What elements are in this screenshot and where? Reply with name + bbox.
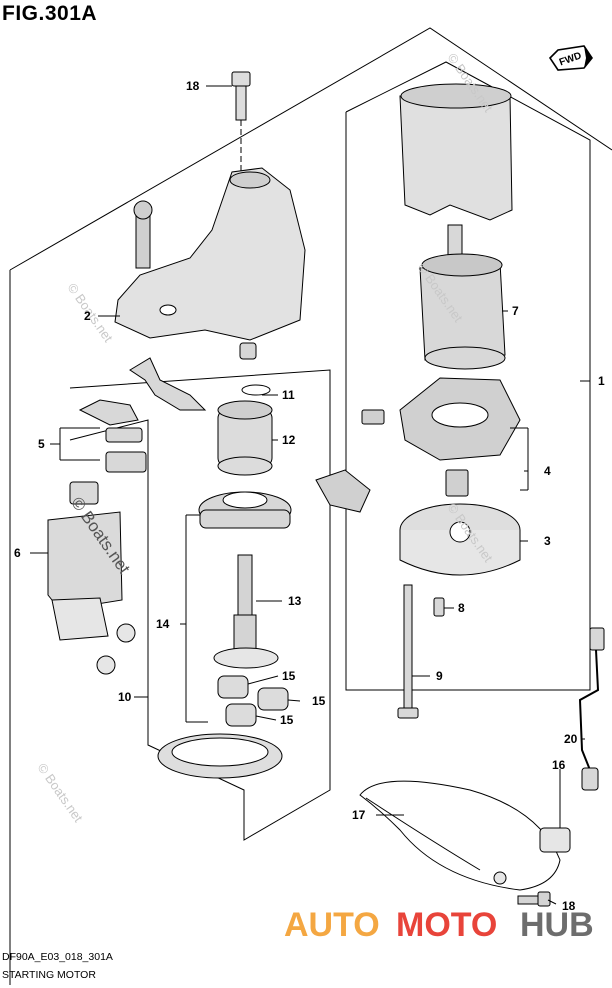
part-2-housing — [114, 167, 306, 360]
callout-20: 20 — [564, 732, 578, 746]
callout-2: 2 — [84, 309, 91, 323]
part-7-armature — [419, 224, 506, 370]
part-20-lead — [578, 627, 605, 791]
callout-1: 1 — [598, 374, 605, 388]
callout-8: 8 — [458, 601, 465, 615]
callout-11: 11 — [282, 388, 295, 402]
watermark-text: © Boats.net — [35, 760, 87, 825]
part-9-bolt — [397, 584, 419, 719]
callout-17: 17 — [352, 808, 366, 822]
callout-19: 18 — [186, 79, 200, 93]
callout-5: 5 — [38, 437, 45, 451]
callout-15: 15 — [282, 669, 296, 683]
brand-logo: AUTO MOTO HUB — [284, 906, 594, 944]
part-8-screw — [433, 597, 445, 617]
callout-16: 16 — [552, 758, 566, 772]
callout-15: 15 — [280, 713, 294, 727]
outer-frame — [9, 27, 612, 271]
logo-word-moto: MOTO — [396, 906, 497, 944]
part-15-gears — [217, 675, 289, 727]
callout-13: 13 — [288, 594, 302, 608]
fwd-direction-badge: FWD — [548, 45, 593, 71]
part-14-housing — [198, 491, 292, 529]
leader-lines — [30, 85, 590, 905]
callout-3: 3 — [544, 534, 551, 548]
yoke-housing — [399, 83, 513, 221]
callout-9: 9 — [436, 669, 443, 683]
part-17-band — [359, 780, 571, 891]
ring-gear — [157, 733, 283, 779]
callout-6: 6 — [14, 546, 21, 560]
figure-name: STARTING MOTOR — [2, 969, 96, 981]
callout-18: 18 — [562, 899, 576, 913]
part-3-cover — [399, 503, 521, 576]
armature-frame — [345, 61, 591, 691]
part-13-shaft — [213, 554, 279, 669]
logo-word-auto: AUTO — [284, 906, 380, 944]
part-18-bolt — [517, 891, 551, 907]
shaft-frame — [69, 369, 331, 841]
part-6-solenoid — [47, 481, 136, 675]
callout-15: 15 — [312, 694, 326, 708]
logo-word-hub: HUB — [520, 906, 594, 944]
callout-14: 14 — [156, 617, 170, 631]
callout-10: 10 — [118, 690, 132, 704]
figure-title: FIG.301A — [2, 2, 98, 25]
part-5-plates — [59, 357, 207, 473]
callout-7: 7 — [512, 304, 519, 318]
figure-model-code: DF90A_E03_018_301A — [2, 951, 113, 963]
part-11-ring — [241, 384, 271, 396]
callout-4: 4 — [544, 464, 551, 478]
part-12-drive — [217, 400, 273, 476]
callout-12: 12 — [282, 433, 296, 447]
part-4-brush-holder — [315, 377, 521, 513]
